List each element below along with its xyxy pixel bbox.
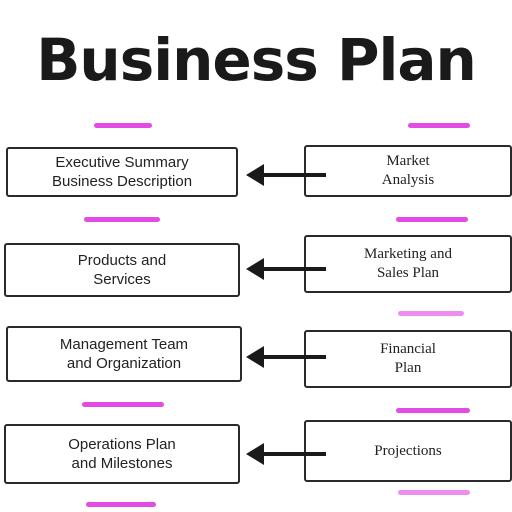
box-label: Products and (78, 251, 166, 270)
arrow-left-icon (244, 162, 328, 188)
box-left-4: Operations Plan and Milestones (4, 424, 240, 484)
box-label: Marketing and (364, 245, 452, 264)
accent-mark (398, 311, 464, 316)
accent-mark (86, 502, 156, 507)
box-label: Executive Summary (55, 153, 188, 172)
box-label: Business Description (52, 172, 192, 191)
box-label: Management Team (60, 335, 188, 354)
box-label: and Milestones (72, 454, 173, 473)
accent-mark (82, 402, 164, 407)
arrow-left-icon (244, 441, 328, 467)
box-label: Projections (374, 442, 442, 461)
box-left-3: Management Team and Organization (6, 326, 242, 382)
box-right-2: Marketing and Sales Plan (304, 235, 512, 293)
box-right-1: Market Analysis (304, 145, 512, 197)
box-label: and Organization (67, 354, 181, 373)
box-label: Sales Plan (377, 264, 439, 283)
accent-mark (398, 490, 470, 495)
accent-mark (408, 123, 470, 128)
arrow-left-icon (244, 256, 328, 282)
arrow-left-icon (244, 344, 328, 370)
box-label: Market (386, 152, 429, 171)
accent-mark (94, 123, 152, 128)
box-label: Analysis (382, 171, 435, 190)
box-label: Operations Plan (68, 435, 176, 454)
box-right-4: Projections (304, 420, 512, 482)
box-label: Plan (395, 359, 422, 378)
box-right-3: Financial Plan (304, 330, 512, 388)
accent-mark (84, 217, 160, 222)
accent-mark (396, 217, 468, 222)
box-left-1: Executive Summary Business Description (6, 147, 238, 197)
box-left-2: Products and Services (4, 243, 240, 297)
box-label: Financial (380, 340, 436, 359)
box-label: Services (93, 270, 151, 289)
page-title: Business Plan (0, 26, 512, 94)
accent-mark (396, 408, 470, 413)
